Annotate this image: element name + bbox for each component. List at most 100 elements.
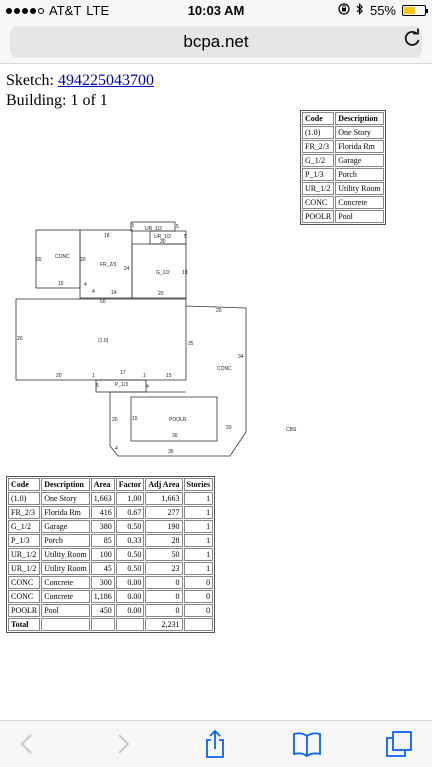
sketch-label: POOLR bbox=[169, 417, 187, 423]
table-cell: Concrete bbox=[41, 590, 90, 603]
table-cell: Porch bbox=[41, 534, 90, 547]
dimension-label: 18 bbox=[104, 233, 110, 239]
dimension-label: 5 bbox=[184, 234, 187, 240]
legend-header-row: Code Description bbox=[302, 112, 384, 125]
table-cell: 0 bbox=[145, 604, 183, 617]
table-cell: 1 bbox=[183, 506, 214, 519]
legend-code: CONC bbox=[302, 196, 335, 209]
legend-code: G_1/2 bbox=[302, 154, 335, 167]
url-field[interactable]: bcpa.net bbox=[10, 26, 422, 58]
table-cell bbox=[90, 618, 115, 631]
sketch-label: G_1/2 bbox=[156, 270, 170, 276]
dimension-label: 20 bbox=[17, 336, 23, 342]
dimension-label: 20 bbox=[226, 425, 232, 431]
legend-header: Description bbox=[335, 112, 384, 125]
battery-percent: 55% bbox=[369, 3, 396, 18]
table-cell: 0 bbox=[145, 590, 183, 603]
legend-desc: Utility Room bbox=[335, 182, 384, 195]
table-cell: POOLR bbox=[8, 604, 41, 617]
legend-code: UR_1/2 bbox=[302, 182, 335, 195]
total-adj-area: 2,231 bbox=[145, 618, 183, 631]
table-cell: UR_1/2 bbox=[8, 548, 41, 561]
browser-toolbar bbox=[0, 720, 432, 767]
table-cell: 1 bbox=[183, 562, 214, 575]
table-cell: 0.00 bbox=[115, 576, 145, 589]
table-cell: 0 bbox=[183, 590, 214, 603]
dimension-label: 30 bbox=[172, 433, 178, 439]
table-cell: One Story bbox=[41, 492, 90, 505]
forward-button[interactable] bbox=[108, 729, 138, 759]
sketch-number-link[interactable]: 494225043700 bbox=[58, 72, 154, 89]
codes-header: Adj Area bbox=[145, 478, 183, 491]
rotation-lock-icon bbox=[338, 3, 350, 18]
dimension-label: 14 bbox=[111, 290, 117, 296]
table-cell: 0 bbox=[145, 576, 183, 589]
table-cell: 1,186 bbox=[90, 590, 115, 603]
table-cell: 1,663 bbox=[90, 492, 115, 505]
table-cell: 416 bbox=[90, 506, 115, 519]
sketch-label: CONC bbox=[217, 366, 232, 372]
dimension-label: 50 bbox=[100, 299, 106, 305]
building-count: Building: 1 of 1 bbox=[6, 92, 108, 109]
share-button[interactable] bbox=[200, 729, 230, 759]
back-button[interactable] bbox=[12, 729, 42, 759]
clock: 10:03 AM bbox=[187, 3, 245, 18]
dimension-label: 20 bbox=[56, 373, 62, 379]
status-bar: AT&T LTE 10:03 AM 55% bbox=[0, 0, 432, 22]
codes-header: Code bbox=[8, 478, 41, 491]
total-label: Total bbox=[8, 618, 41, 631]
dimension-label: 1 bbox=[143, 373, 146, 379]
sketch-label: FR_2/3 bbox=[100, 262, 117, 268]
table-cell: 0.50 bbox=[115, 548, 145, 561]
pool-area bbox=[130, 396, 218, 442]
table-cell: P_1/3 bbox=[8, 534, 41, 547]
table-cell: 1 bbox=[183, 520, 214, 533]
table-cell: Utility Room bbox=[41, 548, 90, 561]
dimension-label: 4 bbox=[115, 446, 118, 452]
table-cell: 450 bbox=[90, 604, 115, 617]
tabs-icon bbox=[386, 731, 412, 757]
table-cell: 0 bbox=[183, 576, 214, 589]
table-cell: FR_2/3 bbox=[8, 506, 41, 519]
dimension-label: 1 bbox=[92, 373, 95, 379]
table-cell: 190 bbox=[145, 520, 183, 533]
bookmarks-button[interactable] bbox=[292, 729, 322, 759]
legend-row: (1.0)One Story bbox=[302, 126, 384, 139]
bluetooth-icon bbox=[356, 3, 364, 18]
table-cell: 380 bbox=[90, 520, 115, 533]
table-cell: 0 bbox=[183, 604, 214, 617]
table-cell: 1,663 bbox=[145, 492, 183, 505]
area-codes-table: Code Description Area Factor Adj Area St… bbox=[6, 476, 216, 633]
table-cell: Pool bbox=[41, 604, 90, 617]
dimension-label: 19 bbox=[182, 270, 188, 276]
dimension-label: 20 bbox=[36, 257, 42, 263]
table-cell bbox=[115, 618, 145, 631]
table-cell: 0.50 bbox=[115, 562, 145, 575]
forward-icon bbox=[118, 734, 130, 754]
table-cell: 23 bbox=[145, 562, 183, 575]
legend-header: Code bbox=[302, 112, 335, 125]
utility-room-area-2 bbox=[149, 230, 187, 245]
reload-button[interactable] bbox=[400, 22, 424, 54]
tabs-button[interactable] bbox=[384, 729, 414, 759]
codes-header: Area bbox=[90, 478, 115, 491]
table-cell: 0.33 bbox=[115, 534, 145, 547]
sketch-label: UR_1/2 bbox=[145, 226, 162, 232]
browser-address-bar: bcpa.net bbox=[0, 22, 432, 64]
legend-desc: One Story bbox=[335, 126, 384, 139]
battery-icon bbox=[402, 5, 428, 16]
dimension-label: 3 bbox=[131, 223, 134, 229]
legend-desc: Concrete bbox=[335, 196, 384, 209]
total-row: Total 2,231 bbox=[8, 618, 214, 631]
table-cell bbox=[41, 618, 90, 631]
dimension-label: 4 bbox=[84, 282, 87, 288]
table-cell: G_1/2 bbox=[8, 520, 41, 533]
